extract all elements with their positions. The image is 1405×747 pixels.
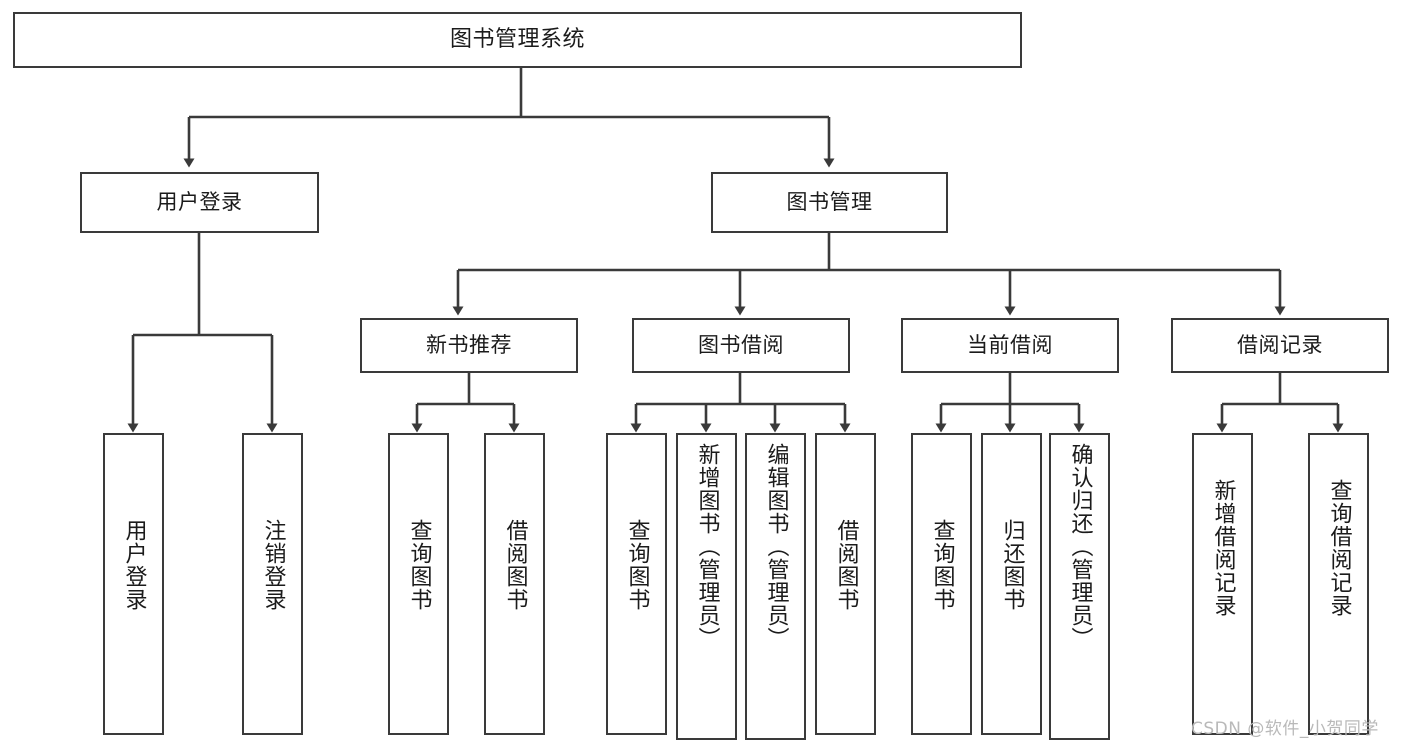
- node-new-book-recommend[interactable]: 新书推荐: [360, 318, 578, 373]
- node-label: 图书管理系统: [449, 26, 585, 52]
- node-label: 用户登录: [121, 519, 147, 611]
- node-label: 归还图书: [999, 519, 1025, 611]
- node-borrow-record[interactable]: 借阅记录: [1171, 318, 1389, 373]
- node-label: 借阅图书: [833, 519, 859, 611]
- node-label: 图书管理: [786, 189, 873, 214]
- node-leaf-logout-login[interactable]: 注销登录: [242, 433, 303, 735]
- node-leaf-add-record[interactable]: 新增借阅记录: [1192, 433, 1253, 735]
- node-label: 查询图书: [624, 519, 650, 611]
- node-label: 新增借阅记录: [1210, 479, 1236, 617]
- node-leaf-confirm-return[interactable]: 确认归还（管理员）: [1049, 433, 1110, 740]
- node-user-login[interactable]: 用户登录: [80, 172, 319, 233]
- node-leaf-user-login[interactable]: 用户登录: [103, 433, 164, 735]
- node-label: 当前借阅: [967, 332, 1053, 357]
- node-leaf-edit-book[interactable]: 编辑图书（管理员）: [745, 433, 806, 740]
- node-leaf-add-book[interactable]: 新增图书（管理员）: [676, 433, 737, 740]
- node-leaf-query-record[interactable]: 查询借阅记录: [1308, 433, 1369, 735]
- csdn-watermark: CSDN @软件_小贺同学: [1191, 719, 1379, 739]
- node-label: 用户登录: [156, 189, 243, 214]
- node-label: 新增图书（管理员）: [694, 443, 720, 650]
- node-leaf-query-book-2[interactable]: 查询图书: [606, 433, 667, 735]
- node-leaf-borrow-book-2[interactable]: 借阅图书: [815, 433, 876, 735]
- node-leaf-borrow-book-1[interactable]: 借阅图书: [484, 433, 545, 735]
- node-leaf-query-book-3[interactable]: 查询图书: [911, 433, 972, 735]
- node-book-manage[interactable]: 图书管理: [711, 172, 948, 233]
- node-leaf-return-book[interactable]: 归还图书: [981, 433, 1042, 735]
- node-leaf-query-book-1[interactable]: 查询图书: [388, 433, 449, 735]
- node-root-book-management-system[interactable]: 图书管理系统: [13, 12, 1022, 68]
- node-label: 新书推荐: [426, 332, 512, 357]
- node-current-borrow[interactable]: 当前借阅: [901, 318, 1119, 373]
- node-label: 图书借阅: [698, 332, 784, 357]
- node-book-borrow[interactable]: 图书借阅: [632, 318, 850, 373]
- node-label: 注销登录: [260, 519, 286, 611]
- node-label: 借阅图书: [502, 519, 528, 611]
- node-label: 查询图书: [406, 519, 432, 611]
- node-label: 借阅记录: [1237, 332, 1323, 357]
- node-label: 编辑图书（管理员）: [763, 443, 789, 650]
- node-label: 确认归还（管理员）: [1067, 443, 1093, 650]
- node-label: 查询图书: [929, 519, 955, 611]
- node-label: 查询借阅记录: [1326, 479, 1352, 617]
